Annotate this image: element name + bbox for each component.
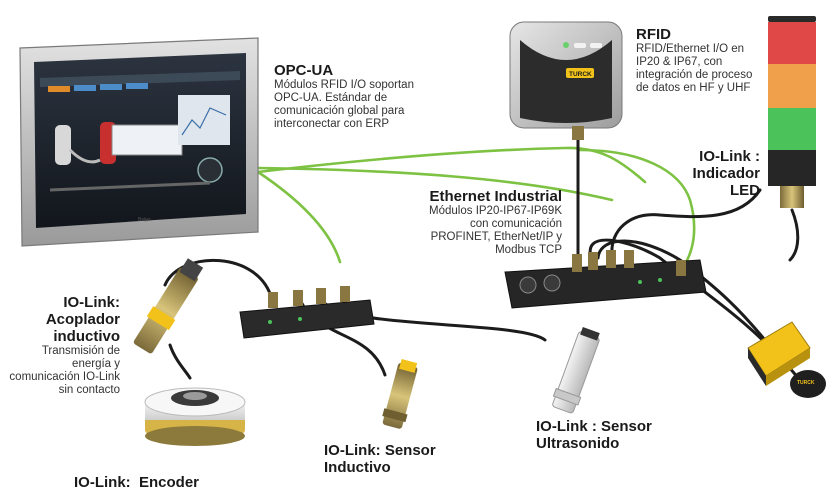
encoder [144, 387, 246, 446]
opcua-description: Módulos RFID I/O soportan OPC-UA. Estánd… [274, 79, 414, 130]
io-module-ethernet [504, 250, 707, 309]
sensor-cable [588, 238, 802, 382]
inductive-sensor-title: IO-Link: Sensor Inductivo [324, 442, 436, 476]
ethernet-label: Ethernet Industrial Módulos IP20-IP67-IP… [408, 188, 562, 257]
rfid-title: RFID [636, 26, 671, 43]
ultrasonic-sensor-label: IO-Link : Sensor Ultrasonido [536, 418, 736, 452]
ethernet-cable [256, 170, 342, 264]
sensor-cable [168, 343, 192, 380]
ethernet-cables [256, 146, 696, 272]
ultrasonic-sensor [552, 326, 600, 414]
coupler-label: IO-Link: Acoplador inductivo Transmisión… [2, 294, 120, 397]
hmi-brand-text: Beijer [138, 217, 151, 223]
sensor-cable [610, 188, 762, 257]
ethernet-cable [578, 148, 696, 272]
sensor-cable [163, 258, 274, 302]
coupler-description: Transmisión de energía y comunicación IO… [9, 345, 120, 396]
encoder-title: IO-Link: Encoder [74, 474, 200, 491]
rfid-description: RFID/Ethernet I/O en IP20 & IP67, con in… [636, 43, 753, 94]
target-brand-logo: TURCK [797, 380, 815, 386]
encoder-label: IO-Link: Encoder [74, 474, 214, 491]
hmi-panel: Beijer [19, 37, 259, 247]
sensor-cable [788, 208, 800, 262]
coupler-title: IO-Link: Acoplador inductivo [45, 294, 120, 345]
rfid-reader: TURCK [509, 21, 623, 140]
led-title: IO-Link : Indicador LED [692, 148, 760, 199]
inductive-sensor-label: IO-Link: Sensor Inductivo [324, 442, 504, 476]
ultrasonic-sensor-title: IO-Link : Sensor Ultrasonido [536, 418, 652, 452]
rfid-brand-logo: TURCK [569, 71, 592, 78]
opcua-label: OPC-UA Módulos RFID I/O soportan OPC-UA.… [274, 62, 414, 131]
inductive-coupler [133, 258, 204, 354]
ethernet-cable [256, 146, 647, 184]
block-sensor: TURCK [747, 321, 826, 398]
led-label: IO-Link : Indicador LED [664, 148, 760, 199]
ethernet-description: Módulos IP20-IP67-IP69K con comunicación… [429, 205, 562, 256]
stack-light [768, 16, 816, 208]
rfid-label: RFID RFID/Ethernet I/O en IP20 & IP67, c… [636, 26, 764, 95]
opcua-title: OPC-UA [274, 62, 334, 79]
ethernet-cable [256, 166, 614, 202]
inductive-sensor [382, 359, 418, 429]
ethernet-title: Ethernet Industrial [429, 188, 562, 205]
io-module-left [239, 286, 375, 339]
